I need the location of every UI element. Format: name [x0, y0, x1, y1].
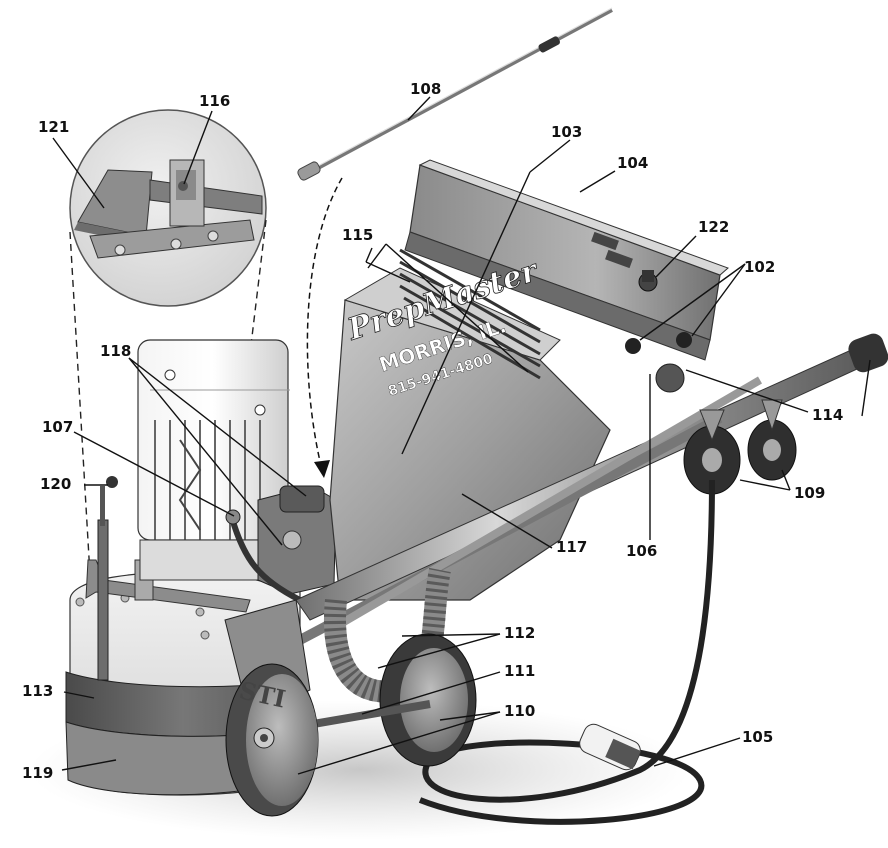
- callout-118: 118: [100, 342, 131, 360]
- callout-labels: 121 116 108 103 104 115 122 102 118 107 …: [22, 80, 843, 782]
- gearbox-block: [257, 485, 337, 595]
- control-box: [404, 159, 729, 361]
- callout-105: 105: [742, 728, 773, 746]
- callout-116: 116: [199, 92, 230, 110]
- callout-102: 102: [744, 258, 775, 276]
- callout-111: 111: [504, 662, 535, 680]
- callout-112: 112: [504, 624, 535, 642]
- callout-110: 110: [504, 702, 535, 720]
- callout-122: 122: [698, 218, 729, 236]
- callout-120: 120: [40, 475, 71, 493]
- callout-115: 115: [342, 226, 373, 244]
- callout-121: 121: [38, 118, 69, 136]
- rear-wheel-front: [224, 599, 319, 817]
- callout-107: 107: [42, 418, 73, 436]
- leader-lines: [52, 96, 871, 775]
- motor-cable: [229, 517, 302, 603]
- wand-arrowhead: [314, 460, 330, 478]
- callout-106: 106: [626, 542, 657, 560]
- callout-114: 114: [812, 406, 843, 424]
- callout-104: 104: [617, 154, 648, 172]
- callout-108: 108: [410, 80, 441, 98]
- wand-insertion-arrow: [306, 177, 343, 471]
- callout-109: 109: [794, 484, 825, 502]
- rear-wheel-back: [379, 633, 477, 767]
- cable-fitting: [225, 509, 241, 525]
- callout-119: 119: [22, 764, 53, 782]
- callout-103: 103: [551, 123, 582, 141]
- zoom-detail: [69, 109, 267, 307]
- callout-117: 117: [556, 538, 587, 556]
- hopper: [329, 267, 611, 601]
- vent-fins: [399, 248, 541, 380]
- callout-113: 113: [22, 682, 53, 700]
- zoom-projection-left: [69, 231, 91, 576]
- wand-accessory: [297, 7, 613, 181]
- caster-wheels: [683, 399, 797, 495]
- cord-plug: [579, 723, 641, 771]
